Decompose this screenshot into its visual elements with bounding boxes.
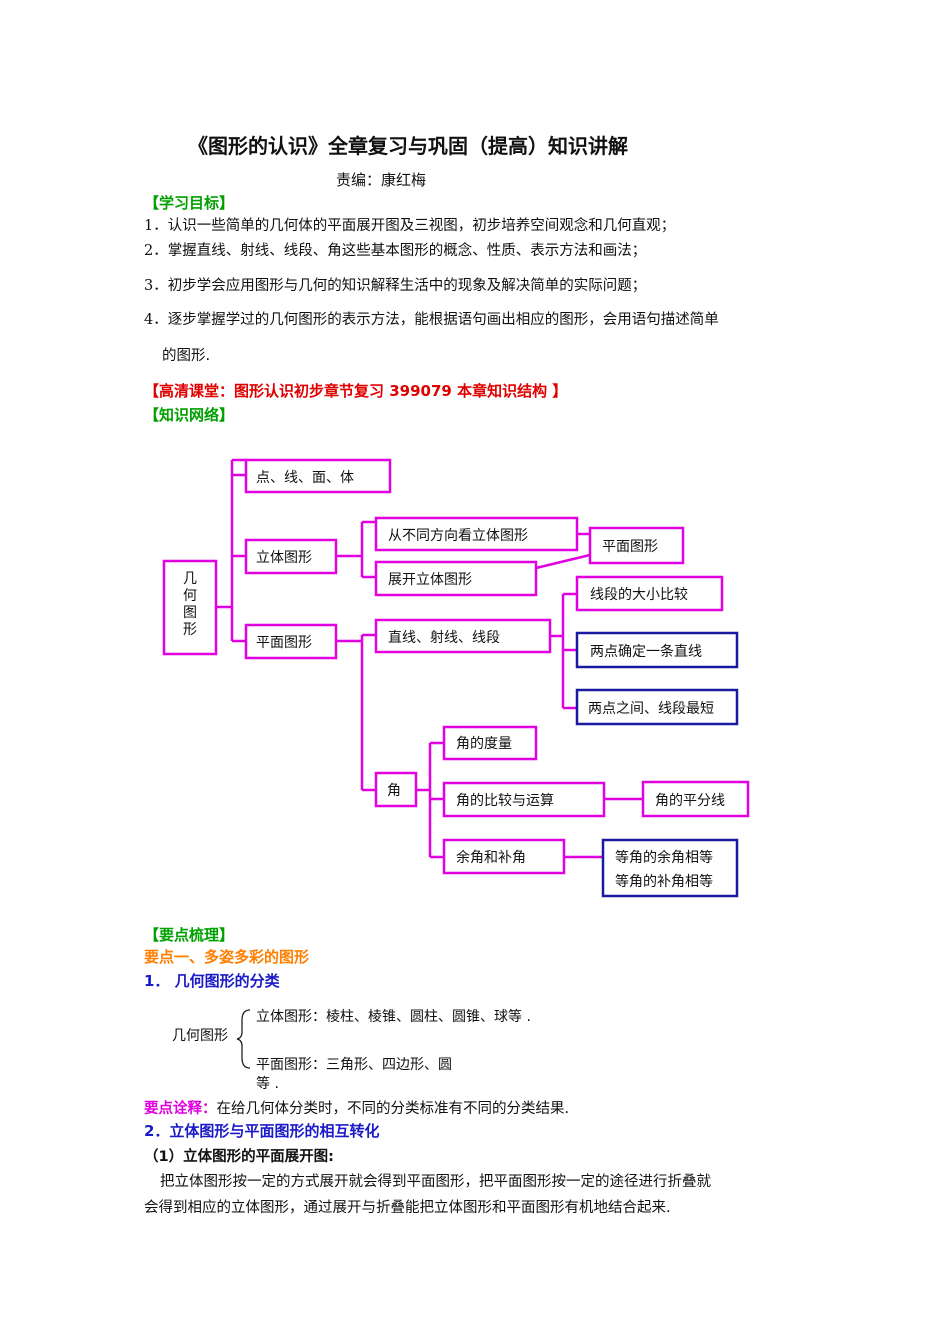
node-points-lines	[244, 458, 392, 494]
label-angle-compare: 角的比较与运算	[456, 793, 554, 809]
node-plane-figure	[588, 526, 685, 565]
goal-3: 3．初步学会应用图形与几何的知识解释生活中的现象及解决简单的实际问题；	[144, 278, 647, 294]
hd-class-link[interactable]: 【高清课堂：图形认识初步章节复习 399079 本章知识结构 】	[144, 382, 568, 400]
node-unfold	[374, 560, 538, 597]
node-equal-angles	[601, 838, 739, 898]
classify-label: 几何图形	[172, 1028, 228, 1044]
label-bisector: 角的平分线	[655, 793, 725, 809]
root-char-2: 何	[183, 588, 197, 604]
goal-1: 1．认识一些简单的几何体的平面展开图及三视图，初步培养空间观念和几何直观；	[144, 218, 676, 234]
node-two-points-line	[575, 631, 739, 669]
goal-4: 4．逐步掌握学过的几何图形的表示方法，能根据语句画出相应的图形，会用语句描述简单	[144, 312, 719, 328]
label-compare-segment: 线段的大小比较	[590, 587, 688, 603]
root-char-3: 图	[183, 605, 197, 621]
label-unfold: 展开立体图形	[388, 572, 472, 588]
root-char-4: 形	[183, 622, 197, 638]
goal-2: 2．掌握直线、射线、线段、角这些基本图形的概念、性质、表示方法和画法；	[144, 243, 647, 259]
label-two-points-line: 两点确定一条直线	[590, 643, 702, 660]
label-two-points-segment: 两点之间、线段最短	[588, 701, 714, 717]
classify-plane-cont: 等 .	[256, 1076, 279, 1092]
brace-icon	[236, 1009, 251, 1069]
label-plane: 平面图形	[256, 635, 312, 651]
goal-4-cont: 的图形.	[162, 348, 211, 364]
label-lines: 直线、射线、线段	[388, 629, 500, 646]
label-angle: 角	[387, 783, 401, 799]
node-angle-measure	[442, 725, 538, 761]
network-heading: 【知识网络】	[144, 406, 235, 424]
sub-heading-2: 2．立体图形与平面图形的相互转化	[144, 1122, 380, 1140]
sub-heading-2-1: （1）立体图形的平面展开图:	[144, 1149, 334, 1165]
root-char-1: 几	[183, 571, 197, 587]
note-line: 要点诠释：在给几何体分类时，不同的分类标准有不同的分类结果.	[144, 1097, 569, 1118]
paragraph-line-2: 会得到相应的立体图形，通过展开与折叠能把立体图形和平面图形有机地结合起来.	[144, 1200, 671, 1216]
label-angle-measure: 角的度量	[456, 736, 512, 752]
goals-heading: 【学习目标】	[144, 194, 235, 212]
classify-plane: 平面图形：三角形、四边形、圆	[256, 1057, 452, 1073]
label-solid: 立体图形	[256, 550, 312, 566]
label-complement: 余角和补角	[456, 849, 526, 866]
page-title: 《图形的认识》全章复习与巩固（提高）知识讲解	[188, 134, 628, 158]
editor-credit: 责编：康红梅	[336, 171, 427, 189]
sub-heading-1: 1． 几何图形的分类	[144, 972, 280, 990]
classify-solid: 立体图形：棱柱、棱锥、圆柱、圆锥、球等 .	[256, 1009, 531, 1025]
node-two-points-segment	[575, 688, 739, 726]
node-bisector	[641, 780, 750, 818]
label-plane-figure: 平面图形	[602, 539, 658, 555]
label-view: 从不同方向看立体图形	[388, 528, 528, 544]
note-text: 在给几何体分类时，不同的分类标准有不同的分类结果.	[216, 1101, 570, 1117]
point-1-heading: 要点一、多姿多彩的图形	[144, 948, 310, 966]
label-equal-supplement: 等角的补角相等	[615, 873, 713, 890]
paragraph-line-1: 把立体图形按一定的方式展开就会得到平面图形，把平面图形按一定的途径进行折叠就	[160, 1174, 711, 1190]
label-equal-complement: 等角的余角相等	[615, 849, 713, 866]
node-compare-segment	[575, 575, 724, 612]
label-points-lines: 点、线、面、体	[256, 470, 354, 486]
points-heading: 【要点梳理】	[144, 926, 235, 944]
note-label: 要点诠释：	[144, 1100, 217, 1117]
